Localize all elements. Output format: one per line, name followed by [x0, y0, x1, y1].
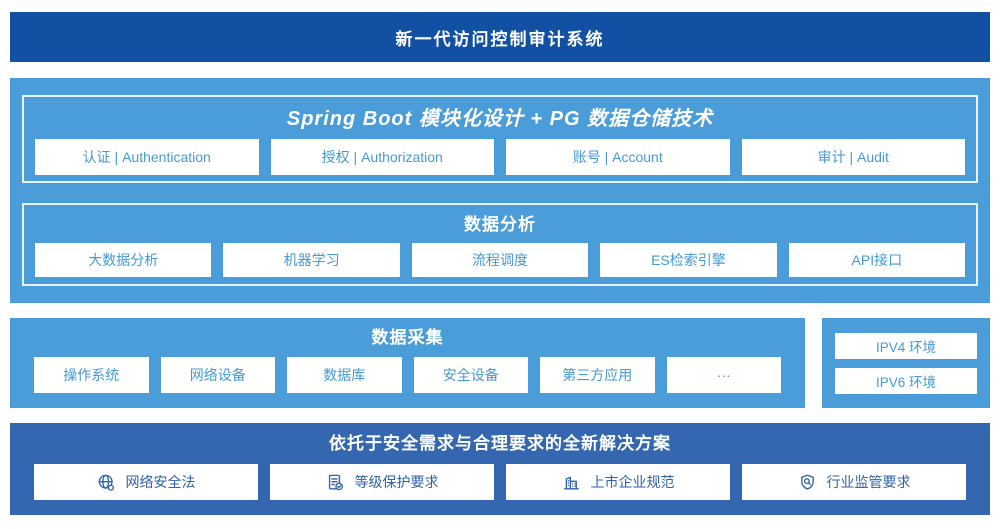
solution-listed-company: 上市企业规范: [506, 464, 730, 500]
module-es-search-engine: ES检索引擎: [600, 243, 777, 277]
source-network-devices: 网络设备: [160, 357, 275, 393]
module-machine-learning: 机器学习: [223, 243, 400, 277]
solution-item-label: 行业监管要求: [826, 474, 911, 490]
module-flow-scheduling: 流程调度: [411, 243, 589, 277]
data-analysis-title: 数据分析: [464, 215, 536, 234]
springboot-modules-row: 认证 | Authentication 授权 | Authorization 账…: [24, 139, 976, 175]
solution-items-row: 网络安全法 等级保护要求: [10, 464, 990, 500]
solution-item-label: 上市企业规范: [590, 474, 675, 490]
platform-section: Spring Boot 模块化设计 + PG 数据仓储技术 认证 | Authe…: [10, 78, 990, 303]
building-icon: [562, 473, 581, 492]
module-authorization: 授权 | Authorization: [270, 139, 494, 175]
solution-industry-regulation: 行业监管要求: [742, 464, 966, 500]
environments-section: IPV4 环境 IPV6 环境: [822, 318, 990, 408]
data-collection-title: 数据采集: [371, 328, 444, 347]
source-thirdparty-apps: 第三方应用: [540, 357, 655, 393]
solution-cybersecurity-law: 网络安全法: [34, 464, 258, 500]
solution-section: 依托于安全需求与合理要求的全新解决方案 网络安全法: [10, 423, 990, 515]
module-account: 账号 | Account: [506, 139, 730, 175]
data-collection-sources-row: 操作系统 网络设备 数据库 安全设备 第三方应用 ···: [10, 357, 805, 393]
module-api-interface: API接口: [788, 243, 966, 277]
page-title-banner: 新一代访问控制审计系统: [10, 12, 990, 62]
document-check-icon: [326, 473, 345, 492]
module-audit: 审计 | Audit: [741, 139, 965, 175]
solution-item-label: 网络安全法: [125, 474, 196, 490]
env-ipv6: IPV6 环境: [835, 367, 977, 394]
globe-icon: [97, 473, 116, 492]
source-operating-system: 操作系统: [34, 357, 149, 393]
solution-classified-protection: 等级保护要求: [270, 464, 494, 500]
solution-title: 依托于安全需求与合理要求的全新解决方案: [329, 434, 671, 453]
module-bigdata-analysis: 大数据分析: [35, 243, 212, 277]
source-security-devices: 安全设备: [413, 357, 528, 393]
data-analysis-group: 数据分析 大数据分析 机器学习 流程调度 ES检索引擎 API接口: [22, 203, 978, 286]
page-title: 新一代访问控制审计系统: [395, 29, 605, 49]
env-ipv4: IPV4 环境: [835, 332, 977, 359]
shield-search-icon: [798, 473, 817, 492]
module-authentication: 认证 | Authentication: [35, 139, 259, 175]
springboot-group-title: Spring Boot 模块化设计 + PG 数据仓储技术: [286, 108, 714, 130]
springboot-group: Spring Boot 模块化设计 + PG 数据仓储技术 认证 | Authe…: [22, 95, 978, 183]
data-analysis-modules-row: 大数据分析 机器学习 流程调度 ES检索引擎 API接口: [24, 243, 976, 277]
source-more-ellipsis: ···: [666, 357, 781, 393]
source-database: 数据库: [287, 357, 402, 393]
data-collection-section: 数据采集 操作系统 网络设备 数据库 安全设备 第三方应用 ···: [10, 318, 805, 408]
solution-item-label: 等级保护要求: [354, 474, 439, 490]
